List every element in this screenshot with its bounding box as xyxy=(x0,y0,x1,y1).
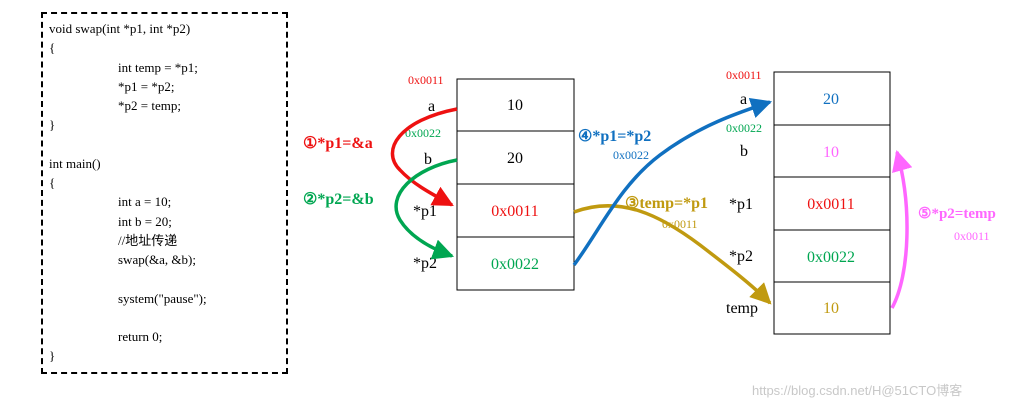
step4-sub: 0x0022 xyxy=(613,148,649,162)
code-line: return 0; xyxy=(118,329,163,344)
code-line: //地址传递 xyxy=(118,232,178,248)
code-line: *p2 = temp; xyxy=(118,98,181,113)
after-cell-temp xyxy=(773,281,891,335)
after-table: 20 10 0x0011 0x0022 10 a b *p1 *p2 temp … xyxy=(726,68,891,335)
code-box: void swap(int *p1, int *p2) { int temp = *… xyxy=(41,12,288,374)
before-cell-b xyxy=(456,130,575,185)
step4-label: ④*p1=*p2 xyxy=(578,128,651,145)
after-label-p1: *p1 xyxy=(729,196,753,213)
after-value-p1: 0x0011 xyxy=(807,196,854,213)
arrow-step1 xyxy=(390,107,458,207)
before-value-p2: 0x0022 xyxy=(491,256,539,273)
step5-label: ⑤*p2=temp xyxy=(918,206,996,222)
watermark: https://blog.csdn.net/H@51CTO博客 xyxy=(752,383,963,398)
before-label-p2: *p2 xyxy=(413,255,437,272)
arrow-step3 xyxy=(573,204,772,305)
after-label-temp: temp xyxy=(726,300,758,317)
code-line: { xyxy=(49,175,56,190)
before-addr-a: 0x0011 xyxy=(408,73,444,87)
code-line: system("pause"); xyxy=(118,290,207,306)
step2-label: ②*p2=&b xyxy=(303,191,374,208)
code-line: int temp = *p1; xyxy=(118,59,198,75)
before-label-a: a xyxy=(428,98,435,115)
arrow-step2 xyxy=(394,158,458,260)
code-line: } xyxy=(49,348,56,364)
before-value-b: 20 xyxy=(507,150,523,167)
arrow-step4 xyxy=(572,98,772,267)
code-line: swap(&a, &b); xyxy=(118,252,196,267)
before-cell-a xyxy=(456,78,575,132)
before-addr-b: 0x0022 xyxy=(405,126,441,140)
after-value-a: 20 xyxy=(823,91,839,108)
code-line: *p1 = *p2; xyxy=(118,78,175,94)
code-line: void swap(int *p1, int *p2) xyxy=(49,21,191,36)
step5-sub: 0x0011 xyxy=(954,229,990,243)
after-addr-b: 0x0022 xyxy=(726,121,762,135)
step3-sub: 0x0011 xyxy=(662,217,698,231)
after-label-p2: *p2 xyxy=(729,248,753,265)
after-value-temp: 10 xyxy=(823,300,839,317)
before-label-b: b xyxy=(424,151,432,168)
before-label-p1: *p1 xyxy=(413,203,437,220)
before-value-a: 10 xyxy=(507,97,523,114)
after-value-b: 10 xyxy=(823,144,839,161)
code-line: int b = 20; xyxy=(118,213,172,229)
step1-label: ①*p1=&a xyxy=(303,135,373,152)
after-cell-a xyxy=(773,71,891,126)
code-line: int a = 10; xyxy=(118,194,172,210)
after-addr-a: 0x0011 xyxy=(726,68,762,82)
code-line: { xyxy=(49,40,56,56)
after-label-a: a xyxy=(740,91,747,108)
step3-label: ③temp=*p1 xyxy=(625,195,708,212)
after-cell-p1 xyxy=(773,176,891,231)
after-cell-b xyxy=(773,124,891,178)
arrow-step5 xyxy=(890,149,913,309)
after-cell-p2 xyxy=(773,229,891,283)
after-label-b: b xyxy=(740,143,748,160)
before-table: 10 20 0x0011 0x0022 a b *p1 *p2 0x0011 0… xyxy=(405,73,575,291)
code-line: } xyxy=(49,117,56,133)
before-value-p1: 0x0011 xyxy=(491,203,538,220)
after-value-p2: 0x0022 xyxy=(807,249,855,266)
before-cell-p1 xyxy=(456,183,575,238)
code-line: int main() xyxy=(49,155,101,171)
